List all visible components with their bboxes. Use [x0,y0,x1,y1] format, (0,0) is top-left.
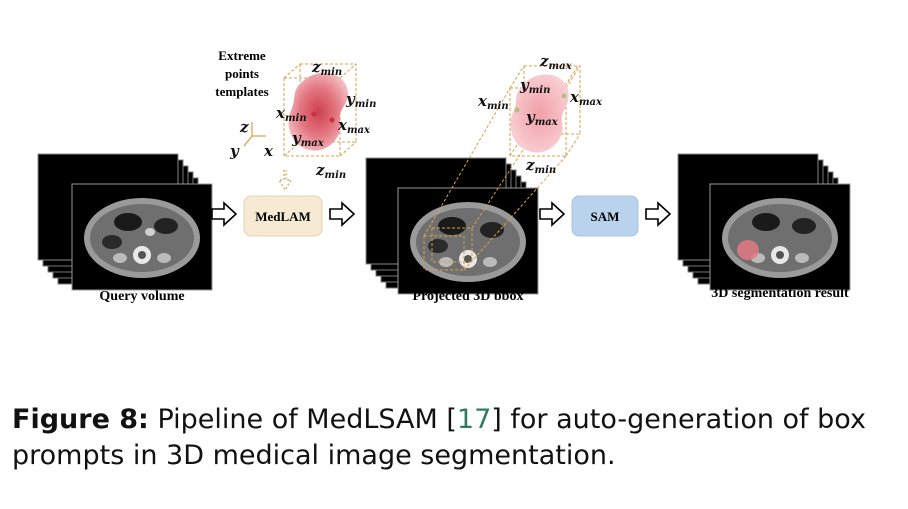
figure-caption: Figure 8: Pipeline of MedLSAM [17] for a… [12,404,866,471]
kidney-template-organ [288,72,349,151]
svg-text:ymin: ymin [519,76,550,96]
projected-volume-stack [365,157,539,295]
arrow-to-medlam [211,201,238,227]
medlam-label: MedLAM [255,209,311,224]
figure-number: Figure 8: [12,404,149,435]
arrow-to-sam [539,201,566,227]
svg-text:ymin: ymin [345,90,376,110]
sam-label: SAM [591,209,620,224]
sam-block: SAM [571,195,639,237]
svg-text:xmax: xmax [337,116,371,136]
templates-group: Extreme points templates zmin ymin xmin … [215,48,376,181]
arrow-to-projected [329,201,356,227]
arrow-to-result [645,201,672,227]
segmented-organ [737,240,759,260]
svg-text:x: x [263,142,274,160]
svg-text:zmin: zmin [311,58,342,78]
svg-text:ymax: ymax [525,108,559,128]
svg-text:xmin: xmin [275,104,307,124]
projected-organ-group: zmax ymin xmax xmin ymax zmin [477,52,603,176]
svg-text:z: z [239,118,249,136]
ct-slice-result [722,198,838,278]
query-volume-label: Query volume [99,289,184,304]
svg-text:y: y [229,142,240,160]
projected-bbox-on-slice [423,227,473,271]
svg-text:templates: templates [215,84,268,99]
axes-indicator: z y x [229,118,274,160]
svg-text:xmax: xmax [569,88,603,108]
result-label: 3D segmentation result [711,286,849,301]
svg-text:ymax: ymax [291,129,325,149]
result-volume-stack [677,153,851,291]
citation-link[interactable]: 17 [456,404,492,435]
templates-to-medlam-arrow [277,170,293,192]
svg-text:zmin: zmin [315,161,346,181]
svg-text:xmin: xmin [477,92,509,112]
svg-text:zmax: zmax [539,52,573,72]
projected-label: Projected 3D bbox [413,289,524,304]
ct-slice-query [84,198,200,278]
svg-text:zmin: zmin [525,156,556,176]
medlam-block: MedLAM [243,195,323,237]
svg-text:points: points [225,66,259,81]
svg-text:Extreme: Extreme [218,48,266,63]
query-volume-stack [37,153,213,291]
